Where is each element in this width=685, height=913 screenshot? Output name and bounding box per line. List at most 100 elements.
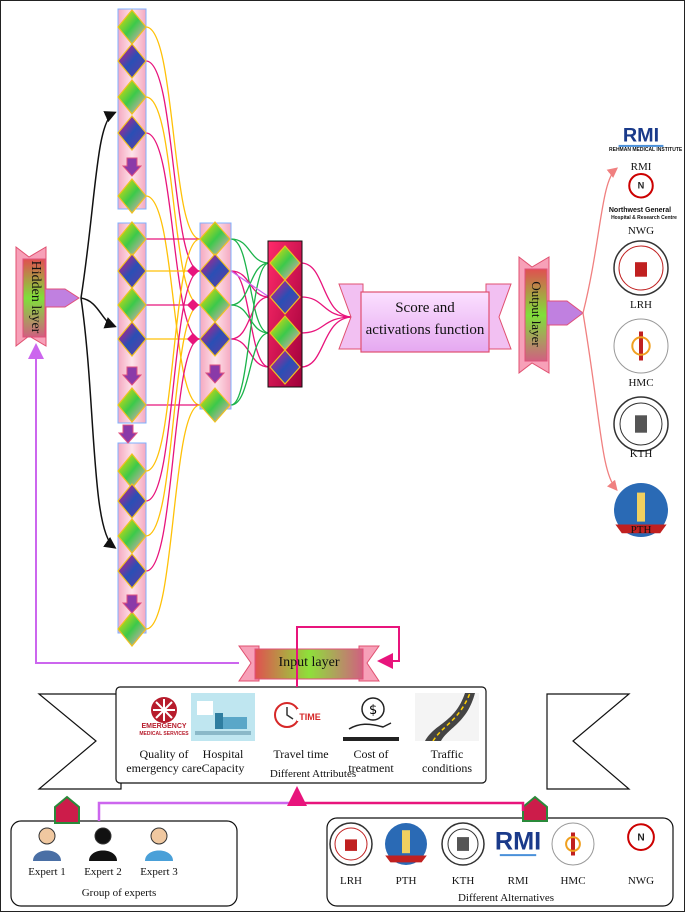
score-label-text: Score and activations function bbox=[365, 300, 485, 338]
output-hmc-logo-icon bbox=[609, 317, 673, 375]
hmc-logo-icon bbox=[547, 821, 599, 869]
alternatives-connector bbox=[522, 795, 548, 822]
output-layer-banner bbox=[518, 255, 584, 375]
svg-text:RMI: RMI bbox=[495, 828, 541, 856]
logo-caption: Hospital & Research Centre bbox=[611, 215, 677, 221]
neuron-node bbox=[117, 483, 147, 519]
connection-line bbox=[230, 332, 270, 406]
down-arrow-icon bbox=[204, 364, 226, 384]
attributes-title: Different Attributes bbox=[269, 768, 357, 780]
neuron-node bbox=[117, 611, 147, 647]
neuron-node bbox=[269, 279, 301, 315]
connection-line bbox=[145, 96, 201, 306]
expert-label: Expert 2 bbox=[84, 866, 122, 878]
connection-line bbox=[230, 262, 270, 406]
output-label: PTH bbox=[630, 524, 652, 536]
input-layer-banner bbox=[238, 645, 380, 682]
output-pth-logo-icon bbox=[609, 481, 673, 539]
connection-line bbox=[230, 296, 270, 340]
output-kth-logo-icon bbox=[609, 395, 673, 453]
alternatives-title: Different Alternatives bbox=[457, 892, 554, 904]
kth-logo-icon bbox=[437, 821, 489, 869]
connection-line bbox=[230, 238, 270, 264]
emergency-icon bbox=[132, 693, 196, 741]
experts-box bbox=[10, 820, 238, 907]
attribute-label: Quality of emergency care bbox=[126, 747, 202, 775]
nwg-logo-icon: N bbox=[615, 821, 667, 869]
neuron-node bbox=[199, 321, 231, 357]
alternative-label: KTH bbox=[451, 875, 475, 887]
attribute-icon-text: MEDICAL SERVICES bbox=[139, 731, 189, 737]
neuron-node bbox=[199, 387, 231, 423]
down-arrow-icon bbox=[121, 157, 143, 177]
neuron-node bbox=[117, 79, 147, 115]
connections-layer2 bbox=[230, 238, 270, 406]
output-lrh-logo-icon bbox=[609, 239, 673, 297]
lrh-logo-icon bbox=[325, 821, 377, 869]
connection-line bbox=[145, 338, 201, 572]
connection-line bbox=[145, 270, 201, 502]
connection-line bbox=[145, 60, 201, 272]
hospital-room-icon bbox=[191, 693, 255, 741]
neuron-node bbox=[117, 115, 147, 151]
down-arrow-icon bbox=[121, 594, 143, 614]
attribute-icon-text: TIME bbox=[299, 712, 321, 722]
logo-caption: REHMAN MEDICAL INSTITUTE bbox=[609, 147, 683, 153]
connections-layer1 bbox=[145, 26, 201, 630]
connection-line bbox=[230, 270, 270, 298]
rmi-logo-icon: RMI bbox=[492, 821, 544, 869]
output-rmi-logo-icon: RMI bbox=[609, 119, 673, 155]
attribute-label: Travel time bbox=[273, 747, 329, 761]
person-icon bbox=[31, 827, 63, 861]
connection-line bbox=[145, 195, 201, 406]
person-icon bbox=[143, 827, 175, 861]
pth-logo-icon bbox=[380, 821, 432, 869]
flow-arrows bbox=[28, 111, 619, 821]
down-arrow-icon bbox=[117, 424, 139, 444]
svg-text:N: N bbox=[638, 181, 645, 191]
hidden-layer-label: Hidden layer bbox=[28, 260, 43, 334]
connection-line bbox=[300, 316, 354, 334]
experts-title: Group of experts bbox=[81, 887, 157, 899]
person-icon bbox=[87, 827, 119, 861]
output-label: LRH bbox=[630, 299, 652, 311]
junction-node bbox=[187, 333, 199, 345]
connection-line bbox=[300, 296, 354, 318]
neuron-node bbox=[117, 43, 147, 79]
svg-text:RMI: RMI bbox=[623, 124, 659, 146]
output-label: HMC bbox=[628, 377, 654, 389]
attribute-label: Hospital Capacity bbox=[201, 747, 245, 775]
connections-layer3 bbox=[300, 262, 354, 368]
alternative-label: HMC bbox=[560, 875, 586, 887]
attribute-icon-text: EMERGENCY bbox=[141, 723, 187, 730]
hidden-layer-banner bbox=[15, 245, 80, 348]
connection-line bbox=[300, 262, 354, 318]
down-arrow-icon bbox=[121, 366, 143, 386]
connection-line bbox=[145, 304, 201, 537]
svg-text:$: $ bbox=[369, 703, 377, 718]
logo-caption: Northwest General bbox=[608, 207, 672, 214]
junction-node bbox=[187, 265, 199, 277]
expert-label: Expert 3 bbox=[140, 866, 178, 878]
svg-text:N: N bbox=[637, 832, 644, 843]
alternative-label: RMI bbox=[507, 875, 529, 887]
connection-line bbox=[145, 132, 201, 340]
attribute-label: Cost of treatment bbox=[348, 747, 394, 775]
neuron-node bbox=[117, 321, 147, 357]
attribute-label: Traffic conditions bbox=[422, 747, 472, 775]
neuron-node bbox=[117, 387, 147, 423]
neuron-node bbox=[117, 178, 147, 214]
alternative-label: NWG bbox=[627, 875, 655, 887]
neuron-node bbox=[117, 518, 147, 554]
experts-connector bbox=[54, 795, 80, 824]
output-layer-label: Output layer bbox=[529, 281, 544, 347]
junction-node bbox=[187, 299, 199, 311]
neuron-node bbox=[117, 553, 147, 589]
output-nwg-logo-icon: N bbox=[609, 171, 673, 213]
neuron-node bbox=[269, 349, 301, 385]
road-icon bbox=[415, 693, 479, 741]
connection-line bbox=[230, 338, 270, 368]
connection-line bbox=[230, 238, 270, 334]
score-label: Score and activations function bbox=[361, 297, 489, 341]
